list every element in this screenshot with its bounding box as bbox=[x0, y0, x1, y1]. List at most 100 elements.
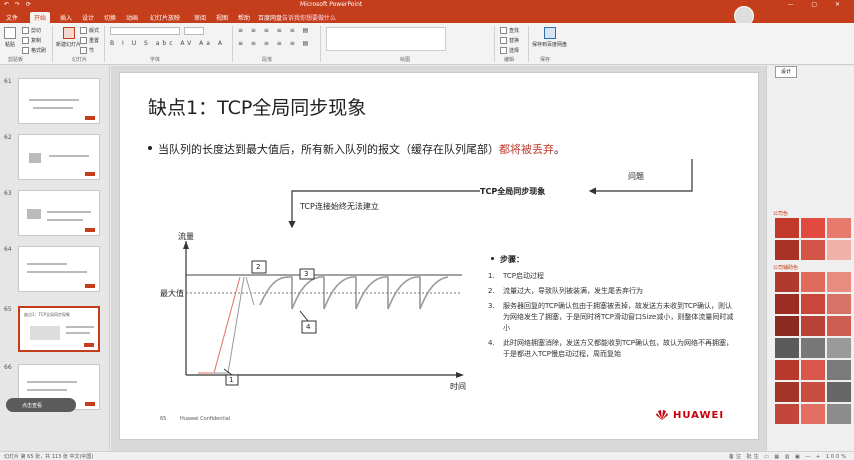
slide-thumbnail[interactable] bbox=[18, 78, 100, 124]
color-swatch[interactable] bbox=[827, 338, 851, 358]
tab-home[interactable]: 开始 bbox=[30, 12, 51, 23]
color-swatch[interactable] bbox=[775, 316, 799, 336]
tab-help[interactable]: 帮助 bbox=[238, 15, 251, 22]
font-size-box[interactable] bbox=[184, 27, 204, 35]
floating-helper-pill[interactable]: 点击查看 bbox=[6, 398, 76, 412]
color-swatch[interactable] bbox=[801, 294, 825, 314]
max-value-label: 最大值 bbox=[160, 289, 184, 298]
tab-transitions[interactable]: 切换 bbox=[104, 15, 117, 22]
quick-access-toolbar[interactable]: ↶ ↷ ⟳ bbox=[4, 1, 33, 8]
color-swatch[interactable] bbox=[801, 338, 825, 358]
cut-button[interactable]: 剪切 bbox=[22, 27, 41, 34]
design-button[interactable]: 设计 bbox=[775, 66, 797, 78]
layout-button[interactable]: 版式 bbox=[80, 27, 99, 34]
huawei-wordmark: HUAWEI bbox=[673, 409, 725, 421]
slide-title[interactable]: 缺点1：TCP全局同步现象 bbox=[148, 97, 367, 119]
marker-3: 3 bbox=[304, 270, 309, 278]
slide-thumbnail[interactable] bbox=[18, 190, 100, 236]
step-text: 服务器回复的TCP确认包由于拥塞被丢掉，故发送方未收到TCP确认，则认为网络发生… bbox=[503, 302, 734, 332]
huawei-logo: HUAWEI bbox=[655, 409, 724, 421]
color-swatch[interactable] bbox=[775, 338, 799, 358]
tab-view[interactable]: 视图 bbox=[216, 15, 229, 22]
color-swatch[interactable] bbox=[801, 272, 825, 292]
reset-button[interactable]: 重置 bbox=[80, 37, 99, 44]
step-item: 2.流量过大，导致队列被装满，发生尾丢弃行为 bbox=[488, 286, 738, 297]
layout-label: 版式 bbox=[89, 28, 100, 34]
color-swatch[interactable] bbox=[775, 218, 799, 238]
diagram-svg bbox=[183, 159, 693, 386]
color-swatch[interactable] bbox=[827, 404, 851, 424]
color-swatch[interactable] bbox=[775, 382, 799, 402]
tab-slideshow[interactable]: 幻灯片放映 bbox=[150, 15, 181, 22]
section-button[interactable]: 节 bbox=[80, 47, 94, 54]
color-swatch[interactable] bbox=[801, 360, 825, 380]
color-swatch[interactable] bbox=[775, 294, 799, 314]
marker-box-2 bbox=[251, 260, 267, 274]
copy-button[interactable]: 复制 bbox=[22, 37, 41, 44]
tab-insert[interactable]: 插入 bbox=[60, 15, 73, 22]
step-number: 1. bbox=[488, 272, 495, 280]
label-problem: 问题 bbox=[628, 172, 644, 181]
paste-icon bbox=[4, 27, 16, 39]
status-view-controls[interactable]: 备注 批注 ▭ ▦ ▥ ▣ — + 100% bbox=[728, 454, 848, 460]
tell-me-search[interactable]: 告诉我你想要做什么 bbox=[282, 15, 337, 22]
step-item: 4.此时网络拥塞消除，发送方又都能收到TCP确认包，故认为网络不再拥塞，于是都进… bbox=[488, 338, 738, 360]
find-label: 查找 bbox=[509, 28, 520, 34]
color-swatch[interactable] bbox=[827, 218, 851, 238]
replace-button[interactable]: 替换 bbox=[500, 37, 519, 44]
color-swatch[interactable] bbox=[827, 294, 851, 314]
slide-thumbnail-selected[interactable]: 缺点1：TCP全局同步现象 bbox=[18, 306, 100, 352]
confidential-footer: Huawei Confidential bbox=[180, 416, 231, 422]
font-name-box[interactable] bbox=[110, 27, 180, 35]
font-format-row[interactable]: B I U S abc AV Aa A bbox=[110, 40, 225, 47]
color-swatch[interactable] bbox=[827, 316, 851, 336]
tab-baidu-netdisk[interactable]: 百度网盘 bbox=[258, 15, 283, 22]
save-to-baidu-button[interactable]: 保存到百度网盘 bbox=[532, 27, 567, 48]
cut-label: 剪切 bbox=[31, 28, 42, 34]
color-swatch[interactable] bbox=[801, 316, 825, 336]
color-swatch[interactable] bbox=[827, 382, 851, 402]
tab-file[interactable]: 文件 bbox=[6, 15, 19, 22]
ribbon-tabs: 文件 开始 插入 设计 切换 动画 幻灯片放映 审阅 视图 帮助 百度网盘 告诉… bbox=[0, 11, 854, 33]
format-painter-button[interactable]: 格式刷 bbox=[22, 47, 46, 54]
tab-review[interactable]: 审阅 bbox=[194, 15, 207, 22]
color-swatch[interactable] bbox=[801, 404, 825, 424]
group-paragraph: 段落 bbox=[262, 57, 273, 63]
color-swatch[interactable] bbox=[827, 240, 851, 260]
slide-canvas[interactable]: 缺点1：TCP全局同步现象 当队列的长度达到最大值后，所有新入队列的报文（缓存在… bbox=[119, 72, 759, 440]
cloud-icon bbox=[543, 27, 556, 39]
format-painter-label: 格式刷 bbox=[31, 48, 47, 54]
slide-number: 65 bbox=[160, 416, 167, 422]
color-swatch[interactable] bbox=[827, 272, 851, 292]
find-button[interactable]: 查找 bbox=[500, 27, 519, 34]
tab-design[interactable]: 设计 bbox=[82, 15, 95, 22]
thumb-title: 缺点1：TCP全局同步现象 bbox=[24, 312, 70, 317]
color-swatch[interactable] bbox=[801, 382, 825, 402]
steps-list[interactable]: 1.TCP启动过程 2.流量过大，导致队列被装满，发生尾丢弃行为 3.服务器回复… bbox=[488, 271, 738, 364]
color-swatch[interactable] bbox=[775, 404, 799, 424]
paste-button[interactable]: 粘贴 bbox=[4, 27, 16, 48]
color-swatch[interactable] bbox=[827, 360, 851, 380]
color-swatch[interactable] bbox=[775, 240, 799, 260]
select-button[interactable]: 选择 bbox=[500, 47, 519, 54]
bullet-dot bbox=[148, 146, 152, 150]
slide-thumbnail[interactable] bbox=[18, 134, 100, 180]
thumb-number: 63 bbox=[4, 190, 12, 197]
paragraph-row-1[interactable]: ≡ ≡ ≡ ≡ ≡ ▤ bbox=[238, 27, 312, 34]
color-swatch[interactable] bbox=[775, 360, 799, 380]
y-axis-arrow bbox=[183, 241, 189, 249]
color-swatch[interactable] bbox=[775, 272, 799, 292]
color-swatch[interactable] bbox=[801, 218, 825, 238]
bullet-text[interactable]: 当队列的长度达到最大值后，所有新入队列的报文（缓存在队列尾部）都将被丢弃。 bbox=[158, 141, 565, 157]
window-controls[interactable]: — ▢ ✕ bbox=[787, 1, 848, 8]
tab-animations[interactable]: 动画 bbox=[126, 15, 139, 22]
step-text: 流量过大，导致队列被装满，发生尾丢弃行为 bbox=[503, 287, 643, 295]
group-divider bbox=[104, 26, 105, 62]
thumb-number: 61 bbox=[4, 78, 12, 85]
shapes-gallery[interactable] bbox=[326, 27, 446, 51]
paragraph-row-2[interactable]: ≡ ≡ ≡ ≡ ≡ ▤ bbox=[238, 40, 312, 47]
new-slide-button[interactable]: 新建幻灯片 bbox=[56, 27, 81, 48]
group-save: 保存 bbox=[540, 57, 551, 63]
slide-thumbnail[interactable] bbox=[18, 246, 100, 292]
color-swatch[interactable] bbox=[801, 240, 825, 260]
